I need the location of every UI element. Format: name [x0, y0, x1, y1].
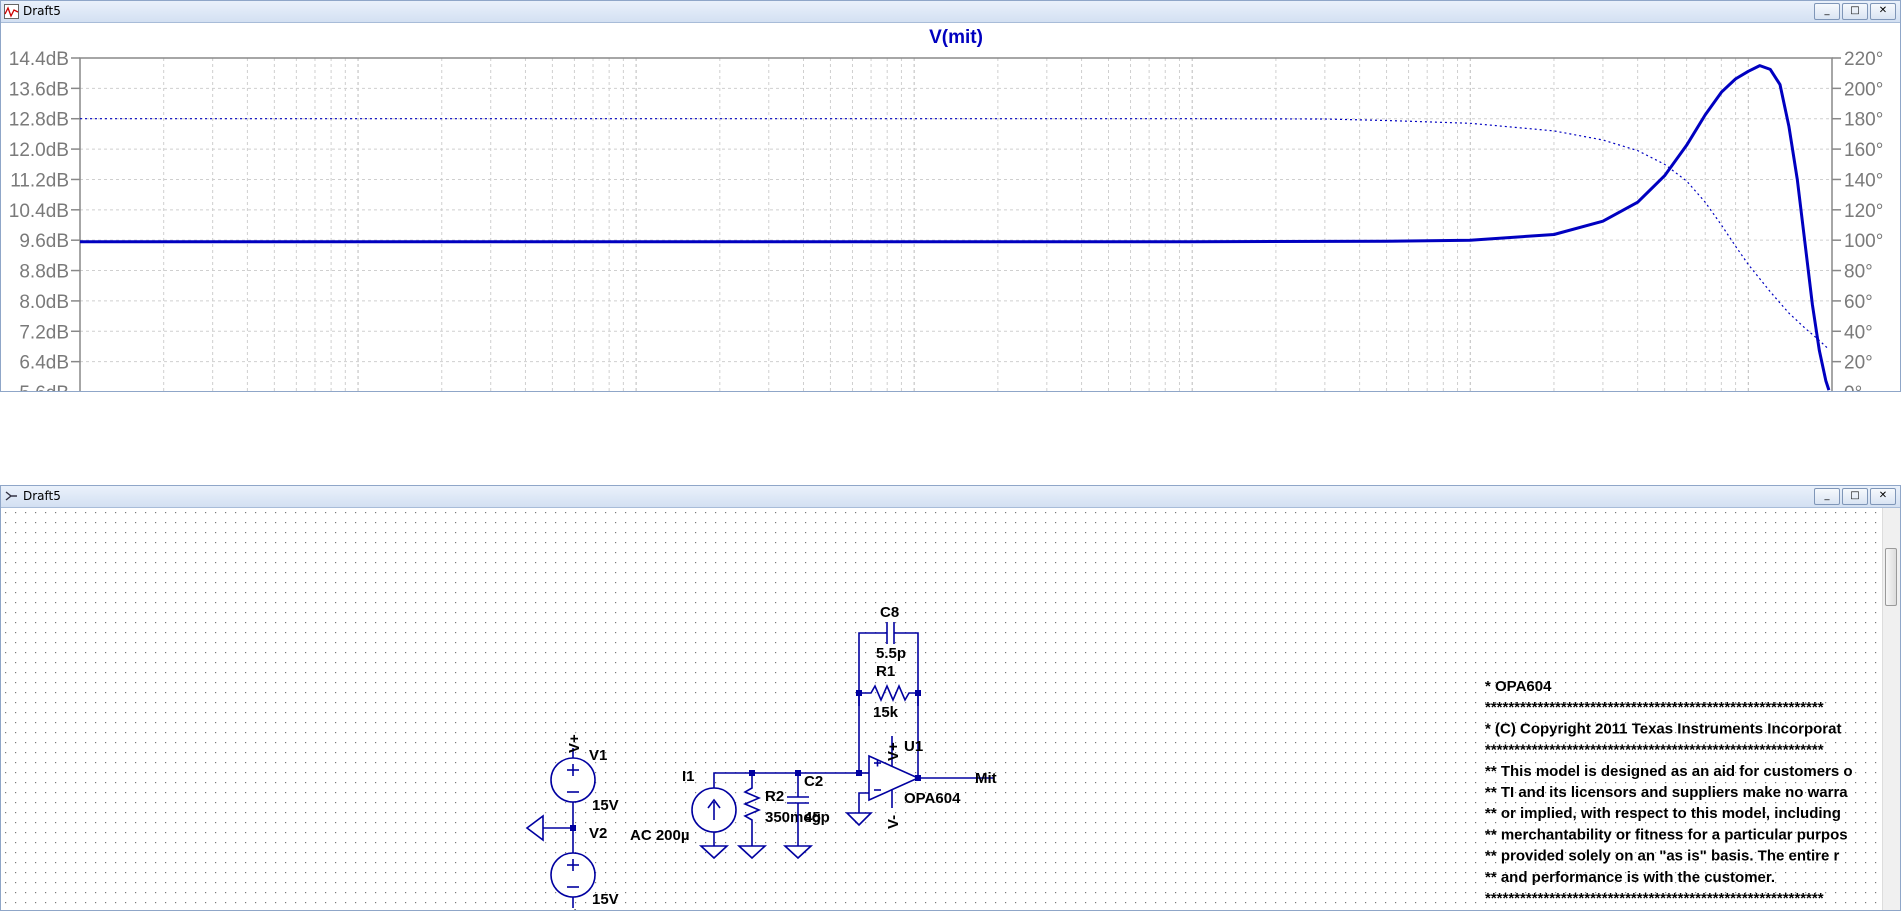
y-left-tick: 12.8dB — [9, 110, 69, 131]
i1-value: AC 200µ — [630, 827, 690, 844]
spice-comment-line: ****************************************… — [1485, 890, 1824, 907]
y-left-tick: 8.8dB — [19, 262, 69, 283]
ground-left — [525, 814, 573, 842]
traces — [80, 64, 1831, 391]
schematic-canvas[interactable]: V+ V- V1 15V V2 15V I1 AC 200µ R2 350m — [1, 508, 1881, 910]
y-right-tick: 0° — [1844, 383, 1862, 391]
spice-comment-line: ****************************************… — [1485, 699, 1824, 716]
waveform-window-title: Draft5 — [23, 4, 61, 18]
net-label-mit[interactable]: Mit — [975, 770, 997, 787]
c8-name: C8 — [880, 604, 899, 621]
opamp-u1[interactable] — [845, 693, 993, 827]
spice-comment-line: * (C) Copyright 2011 Texas Instruments I… — [1485, 720, 1841, 737]
waveform-titlebar[interactable]: Draft5 _ □ ✕ — [1, 1, 1900, 23]
u1-vminus-label: V- — [885, 815, 902, 829]
spice-comment-line: ** This model is designed as an aid for … — [1485, 763, 1853, 780]
magnitude-trace[interactable] — [80, 64, 1831, 391]
r2-name: R2 — [765, 788, 784, 805]
maximize-button[interactable]: □ — [1842, 3, 1868, 20]
r2-value: 350meg — [765, 809, 821, 826]
y-left-tick: 7.2dB — [19, 322, 69, 343]
maximize-button[interactable]: □ — [1842, 488, 1868, 505]
grid-dots — [1, 508, 1881, 910]
schematic-window: Draft5 _ □ ✕ V — [0, 485, 1901, 911]
y-right-tick: 80° — [1844, 262, 1873, 283]
schematic-window-title: Draft5 — [23, 489, 61, 503]
phase-trace[interactable] — [80, 118, 1830, 350]
y-right-tick: 40° — [1844, 322, 1873, 343]
r1-name: R1 — [876, 663, 895, 680]
capacitor-c2[interactable] — [782, 773, 814, 860]
y-right-tick: 120° — [1844, 201, 1883, 222]
v1-plus-label: V+ — [566, 734, 583, 753]
supply-v2[interactable] — [550, 828, 596, 908]
y-right-tick: 160° — [1844, 140, 1883, 161]
y-left-ticks: 14.4dB 13.6dB 12.8dB 12.0dB 11.2dB 10.4dB 9.6d… — [9, 49, 80, 391]
v2-value: 15V — [592, 891, 619, 908]
scrollbar-thumb[interactable] — [1885, 548, 1897, 606]
y-right-tick: 20° — [1844, 353, 1873, 374]
spice-comment-line: ** merchantability or fitness for a part… — [1485, 826, 1848, 843]
y-left-tick: 6.4dB — [19, 353, 69, 374]
y-right-tick: 220° — [1844, 49, 1883, 70]
y-left-tick: 5.6dB — [19, 383, 69, 391]
y-left-tick: 13.6dB — [9, 79, 69, 100]
waveform-icon — [4, 4, 19, 19]
y-right-tick: 200° — [1844, 79, 1883, 100]
close-button[interactable]: ✕ — [1870, 488, 1896, 505]
schematic-icon — [5, 491, 17, 501]
u1-vplus-label: V+ — [885, 742, 902, 761]
y-left-tick: 8.0dB — [19, 292, 69, 313]
current-source-i1[interactable] — [691, 780, 737, 860]
r1-value: 15k — [873, 704, 899, 721]
spice-comment-line: ** or implied, with respect to this mode… — [1485, 805, 1841, 822]
vertical-scrollbar[interactable] — [1882, 508, 1900, 910]
c8-value: 5.5p — [876, 645, 906, 662]
spice-comment-line: ****************************************… — [1485, 742, 1824, 759]
close-button[interactable]: ✕ — [1870, 3, 1896, 20]
c2-name: C2 — [804, 773, 823, 790]
y-left-tick: 11.2dB — [10, 170, 69, 191]
capacitor-c8[interactable] — [858, 622, 919, 706]
minimize-button[interactable]: _ — [1814, 3, 1840, 20]
c2-value: 45p — [804, 809, 830, 826]
spice-comment-line: ** TI and its licensors and suppliers ma… — [1485, 784, 1848, 801]
v1-value: 15V — [592, 797, 619, 814]
resistor-r2[interactable] — [736, 773, 768, 860]
y-left-tick: 10.4dB — [9, 201, 69, 222]
plot-frame — [79, 57, 1833, 391]
plot-grid — [80, 58, 1833, 391]
y-left-tick: 14.4dB — [9, 49, 69, 70]
waveform-window: Draft5 _ □ ✕ V(mit) 14.4dB 13.6dB 12.8dB 12… — [0, 0, 1901, 392]
y-right-tick: 60° — [1844, 292, 1873, 313]
v2-name: V2 — [589, 825, 607, 842]
u1-value: OPA604 — [904, 790, 961, 807]
bode-plot[interactable]: V(mit) 14.4dB 13.6dB 12.8dB 12.0dB 11.2dB 10.… — [1, 23, 1900, 391]
schematic-titlebar[interactable]: Draft5 _ □ ✕ — [1, 486, 1900, 508]
v2-minus-label: V- — [566, 909, 583, 910]
spice-comment-line: ** provided solely on an "as is" basis. … — [1485, 848, 1840, 865]
spice-comment[interactable]: * OPA604 ********************************… — [1485, 678, 1853, 907]
y-right-tick: 140° — [1844, 170, 1883, 191]
y-right-ticks: 220° 200° 180° 160° 140° 120° 100° 80° 60° 40° 20°… — [1832, 49, 1883, 391]
trace-title[interactable]: V(mit) — [929, 27, 983, 48]
u1-name: U1 — [904, 738, 923, 755]
supply-v1[interactable] — [550, 748, 596, 828]
input-node-wires — [713, 772, 859, 780]
i1-name: I1 — [682, 768, 695, 785]
resistor-r1[interactable] — [859, 683, 918, 703]
y-left-tick: 9.6dB — [19, 231, 69, 252]
spice-comment-line: * OPA604 — [1485, 678, 1552, 695]
junction-v — [570, 825, 576, 831]
spice-comment-line: ** and performance is with the customer. — [1485, 869, 1775, 886]
y-right-tick: 100° — [1844, 231, 1883, 252]
junction-out — [915, 775, 921, 781]
y-left-tick: 12.0dB — [9, 140, 69, 161]
v1-name: V1 — [589, 747, 607, 764]
minimize-button[interactable]: _ — [1814, 488, 1840, 505]
y-right-tick: 180° — [1844, 110, 1883, 131]
